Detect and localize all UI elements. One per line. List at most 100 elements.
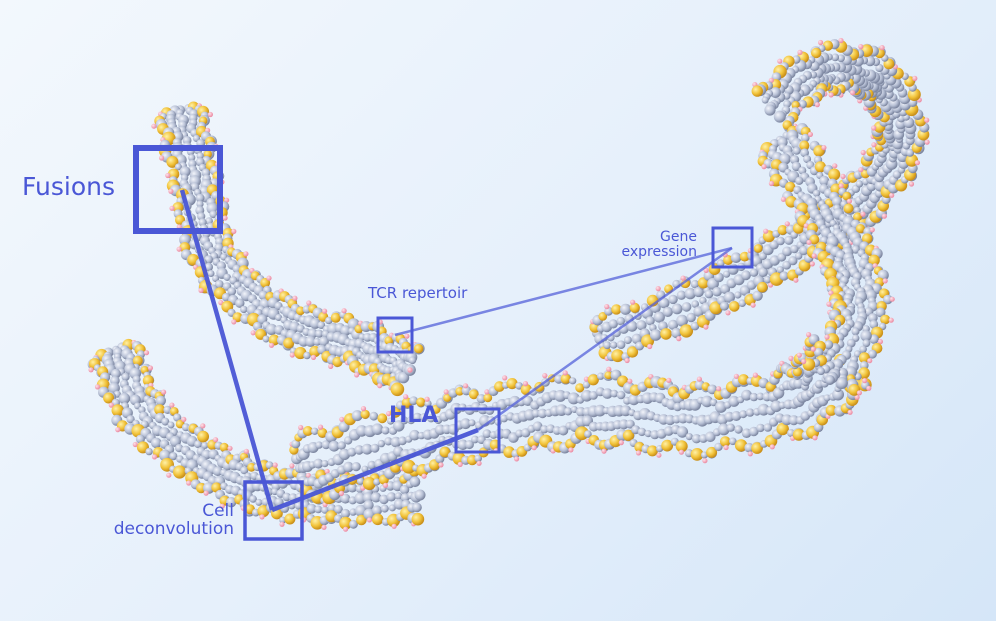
- strand-main-atom: [315, 441, 323, 449]
- strand-right-coil-atom: [723, 270, 731, 278]
- strand-main-backbone: [362, 477, 376, 490]
- hla-box[interactable]: [454, 407, 501, 454]
- strand-main-atom: [337, 441, 346, 450]
- strand-upper-left-atom: [223, 273, 231, 281]
- strand-right-coil-atom: [795, 252, 803, 260]
- strand-right-coil-atom: [741, 270, 751, 281]
- strand-upper-left-accent: [292, 295, 298, 301]
- strand-main-accent: [403, 394, 409, 400]
- strand-main-atom: [343, 461, 354, 473]
- strand-lower-left-accent: [147, 365, 153, 371]
- strand-right-coil-backbone: [751, 85, 763, 97]
- strand-upper-left-accent: [165, 172, 171, 179]
- strand-upper-left-backbone: [166, 155, 179, 168]
- strand-right-arm-atom: [825, 375, 835, 385]
- strand-right-arm-atom: [883, 294, 893, 305]
- strand-right-coil-atom: [782, 260, 792, 270]
- strand-main-accent: [635, 450, 642, 456]
- strand-lower-left-atom: [255, 498, 263, 506]
- strand-main-atom: [756, 392, 765, 401]
- cell-deconvolution-box[interactable]: [243, 480, 304, 541]
- strand-upper-left-accent: [377, 383, 383, 389]
- strand-main-backbone: [825, 404, 837, 416]
- strand-main-accent: [854, 394, 860, 400]
- strand-right-arm-accent: [882, 278, 888, 284]
- strand-main-backbone: [734, 439, 748, 452]
- strand-right-arm-atom: [800, 148, 809, 158]
- strand-main-atom: [474, 454, 483, 463]
- strand-right-coil-atom: [653, 311, 665, 323]
- strand-main-backbone: [468, 389, 479, 400]
- strand-right-coil-accent: [838, 37, 844, 44]
- strand-right-coil-backbone: [598, 312, 608, 321]
- strand-main-accent: [542, 373, 548, 379]
- strand-lower-left-atom: [340, 493, 351, 504]
- cell-deconvolution-label-line1: Cell: [202, 501, 234, 521]
- strand-lower-left-atom: [226, 497, 237, 508]
- strand-main-atom: [564, 407, 573, 416]
- strand-main-atom: [705, 431, 716, 443]
- strand-right-arm-atom: [801, 133, 810, 143]
- gene-expression-box[interactable]: [711, 226, 754, 269]
- strand-main-atom: [291, 439, 301, 449]
- strand-main-atom: [370, 443, 380, 453]
- strand-main-atom: [424, 400, 432, 408]
- strand-main-atom: [741, 389, 752, 401]
- strand-right-arm-accent: [889, 296, 895, 302]
- strand-upper-left-accent: [328, 363, 334, 369]
- strand-lower-left-atom: [121, 372, 130, 381]
- strand-right-arm-accent: [811, 253, 817, 259]
- strand-right-coil-atom: [758, 267, 768, 278]
- strand-upper-left-accent: [169, 205, 175, 211]
- fusions-box[interactable]: [133, 145, 223, 234]
- strand-right-coil-atom: [764, 104, 776, 116]
- strand-upper-left-atom: [397, 371, 410, 384]
- strand-main-atom: [537, 408, 548, 419]
- strand-main-atom: [354, 445, 365, 455]
- strand-main-atom: [582, 380, 591, 389]
- strand-right-arm-atom: [867, 349, 877, 359]
- strand-right-coil-accent: [858, 44, 864, 50]
- strand-lower-left-atom: [314, 505, 323, 514]
- strand-lower-left-accent: [227, 445, 233, 451]
- strand-right-coil-backbone: [811, 47, 822, 59]
- strand-main-backbone: [661, 439, 674, 452]
- strand-main-backbone: [751, 442, 763, 454]
- strand-main-atom: [739, 410, 748, 419]
- cell-deconvolution-label-line2: deconvolution: [113, 518, 234, 539]
- strand-upper-left-atom: [212, 275, 220, 282]
- strand-right-coil-atom: [712, 286, 722, 297]
- strand-main-accent: [656, 452, 662, 458]
- strand-main-atom: [384, 437, 393, 446]
- strand-right-coil-atom: [699, 296, 707, 305]
- strand-main-atom: [726, 423, 735, 432]
- strand-main-atom: [741, 428, 752, 439]
- strand-main-accent: [421, 473, 427, 479]
- strand-lower-left-backbone: [154, 404, 166, 415]
- strand-right-coil-accent: [763, 228, 769, 234]
- strand-lower-left-backbone: [197, 430, 210, 443]
- strand-main-accent: [438, 462, 444, 468]
- strand-main-atom: [823, 394, 831, 402]
- strand-upper-left-atom: [340, 325, 351, 336]
- strand-right-arm-atom: [791, 161, 802, 172]
- strand-right-coil-atom: [645, 316, 655, 326]
- strand-main-backbone: [646, 445, 658, 457]
- strand-main-accent: [531, 445, 537, 451]
- strand-main-accent: [702, 458, 708, 464]
- strand-upper-left-atom: [207, 270, 215, 277]
- strand-main-atom: [731, 411, 742, 421]
- strand-right-coil-backbone: [611, 304, 622, 315]
- strand-right-coil-atom: [631, 333, 642, 344]
- strand-main-atom: [400, 416, 409, 425]
- strand-right-arm-accent: [832, 163, 838, 169]
- strand-main-atom: [745, 408, 755, 417]
- tcr-repertoir-box[interactable]: [376, 316, 414, 354]
- strand-main-backbone: [604, 371, 613, 380]
- strand-upper-left-atom: [235, 298, 245, 308]
- strand-right-coil-atom: [749, 268, 759, 277]
- strand-lower-left-atom: [132, 375, 141, 384]
- strand-main-accent: [338, 490, 344, 496]
- strand-main-backbone: [416, 397, 426, 407]
- strand-right-coil-accent: [879, 45, 885, 51]
